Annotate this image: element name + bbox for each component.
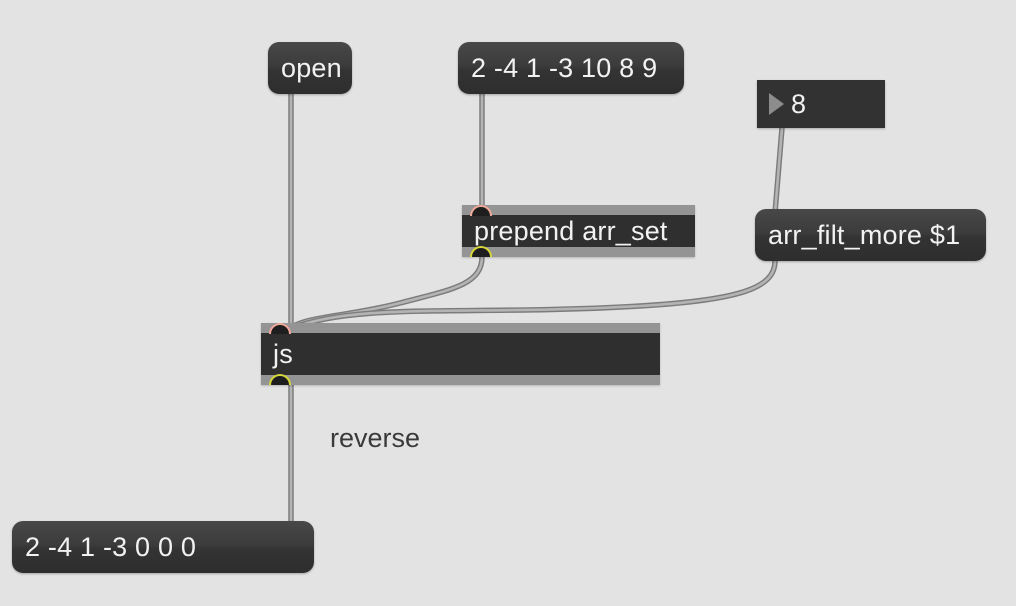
object-box-js[interactable]: js xyxy=(261,323,660,385)
message-box-open-label: open xyxy=(281,52,342,83)
yellow-outlet-icon[interactable] xyxy=(470,246,492,257)
message-box-arr-filt-more[interactable]: arr_filt_more $1 xyxy=(755,209,986,261)
object-box-prepend-body: prepend arr_set xyxy=(462,215,695,247)
message-box-list-label: 2 -4 1 -3 10 8 9 xyxy=(471,52,658,83)
comment-reverse[interactable]: reverse xyxy=(330,423,421,453)
yellow-outlet-icon[interactable] xyxy=(269,374,291,385)
message-box-open[interactable]: open xyxy=(268,42,352,94)
cord-number-to-filt xyxy=(772,127,785,214)
number-box[interactable]: 8 xyxy=(757,80,885,128)
object-box-js-label: js xyxy=(273,338,293,369)
object-box-prepend-arr-set[interactable]: prepend arr_set xyxy=(462,205,695,257)
message-box-result[interactable]: 2 -4 1 -3 0 0 0 xyxy=(12,521,314,573)
message-box-list[interactable]: 2 -4 1 -3 10 8 9 xyxy=(458,42,684,94)
pink-inlet-icon[interactable] xyxy=(269,323,291,334)
number-box-value: 8 xyxy=(791,88,807,119)
pink-inlet-icon[interactable] xyxy=(470,205,492,216)
object-box-prepend-label: prepend arr_set xyxy=(474,215,668,246)
object-box-js-body: js xyxy=(261,333,660,375)
cord-filt-to-js xyxy=(289,258,778,331)
message-box-result-label: 2 -4 1 -3 0 0 0 xyxy=(25,531,197,562)
cord-prepend-to-js xyxy=(289,254,485,330)
message-box-arr-filt-more-label: arr_filt_more $1 xyxy=(768,219,961,250)
play-triangle-icon xyxy=(769,93,784,115)
